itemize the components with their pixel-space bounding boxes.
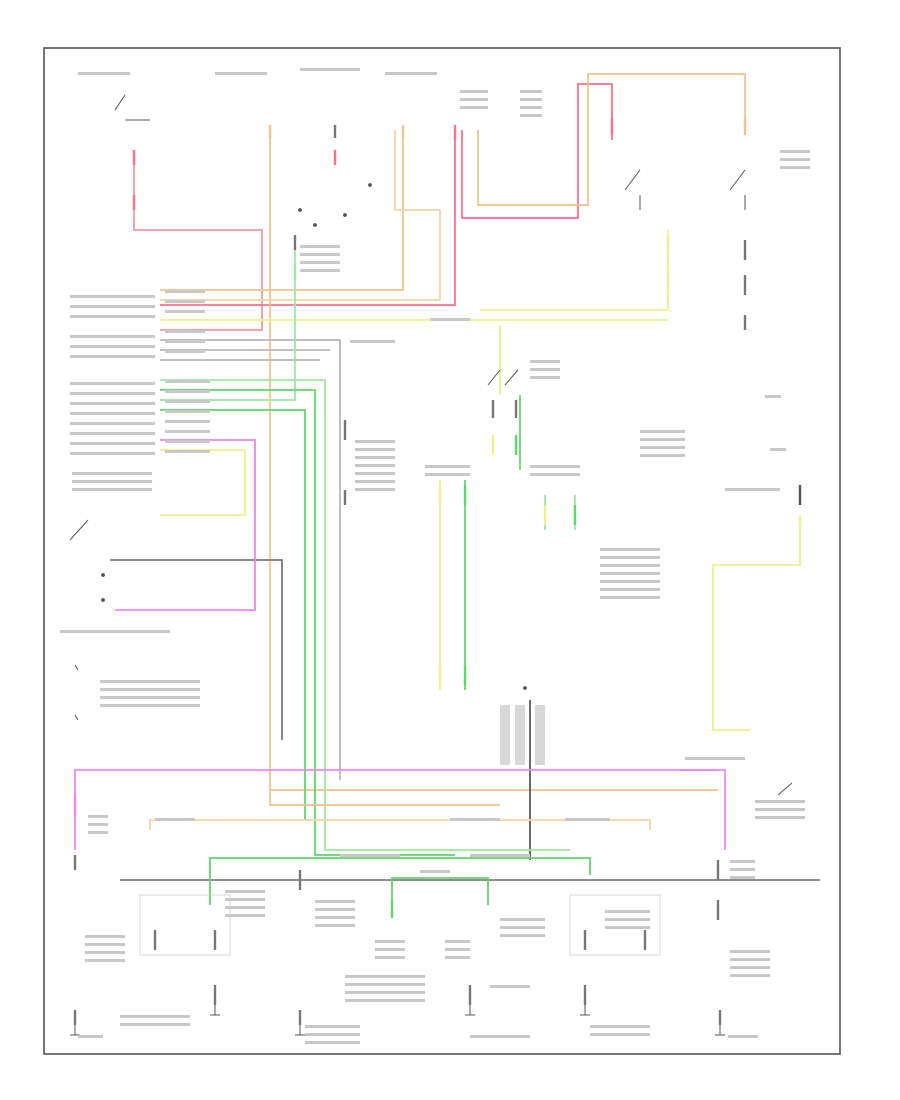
wire-light-green-2 bbox=[160, 245, 296, 401]
wire-yellow-left bbox=[160, 449, 246, 516]
splice-dot-icon bbox=[313, 223, 317, 227]
module-box-right bbox=[569, 894, 661, 956]
wire-yellow-right-switch bbox=[160, 230, 669, 321]
wire-orange-bottom-2 bbox=[269, 790, 500, 806]
switch-icon bbox=[487, 369, 519, 386]
wire-gray-1 bbox=[160, 339, 341, 780]
component-outlines bbox=[139, 894, 661, 956]
splice-dot-icon bbox=[101, 598, 105, 602]
splice-dot-icon bbox=[523, 686, 527, 690]
wire-green-center bbox=[391, 877, 489, 905]
wire-green-1 bbox=[160, 389, 455, 856]
switch-icon bbox=[777, 782, 793, 796]
wire-yellow-right-sensor bbox=[712, 520, 801, 731]
switch-icon bbox=[74, 664, 79, 721]
wire-green-2 bbox=[160, 409, 306, 820]
ground-icon bbox=[295, 1025, 305, 1036]
wire-red-top-loop bbox=[461, 83, 613, 219]
wire-orange-fuse bbox=[269, 130, 718, 791]
switches bbox=[69, 94, 793, 796]
grounds bbox=[70, 1005, 725, 1036]
wire-green-5 bbox=[544, 495, 576, 530]
wire-orange-top-loop bbox=[477, 73, 746, 206]
ground-icon bbox=[210, 1005, 220, 1016]
wire-orange-trunk bbox=[160, 130, 404, 291]
wire-group bbox=[74, 73, 820, 905]
connector-pins bbox=[73, 118, 802, 1025]
wire-green-bottom bbox=[209, 857, 591, 905]
switch-icon bbox=[114, 94, 150, 121]
wire-light-orange-fuse bbox=[160, 130, 441, 301]
switch-icon bbox=[729, 169, 746, 210]
switch-icon bbox=[624, 169, 641, 210]
ground-icon bbox=[70, 1025, 80, 1036]
wire-black-1 bbox=[110, 559, 283, 740]
wire-light-green-1 bbox=[160, 379, 570, 851]
splice-dot-icon bbox=[298, 208, 302, 212]
diagram-border bbox=[43, 47, 841, 1055]
label-marks bbox=[60, 68, 810, 1044]
ground-icon bbox=[465, 1005, 475, 1016]
splice-dot-icon bbox=[101, 573, 105, 577]
splice-dot-icon bbox=[368, 183, 372, 187]
wire-violet-bottom bbox=[74, 769, 726, 850]
module-box-left bbox=[139, 894, 231, 956]
switch-icon bbox=[69, 519, 89, 541]
splice-dot-icon bbox=[343, 213, 347, 217]
ground-icon bbox=[715, 1025, 725, 1036]
wire-pink-left-switch bbox=[133, 155, 263, 331]
ground-icon bbox=[580, 1005, 590, 1016]
wire-red-trunk bbox=[160, 130, 456, 306]
wire-orange-bottom bbox=[149, 819, 651, 830]
wire-violet-left bbox=[115, 439, 256, 611]
